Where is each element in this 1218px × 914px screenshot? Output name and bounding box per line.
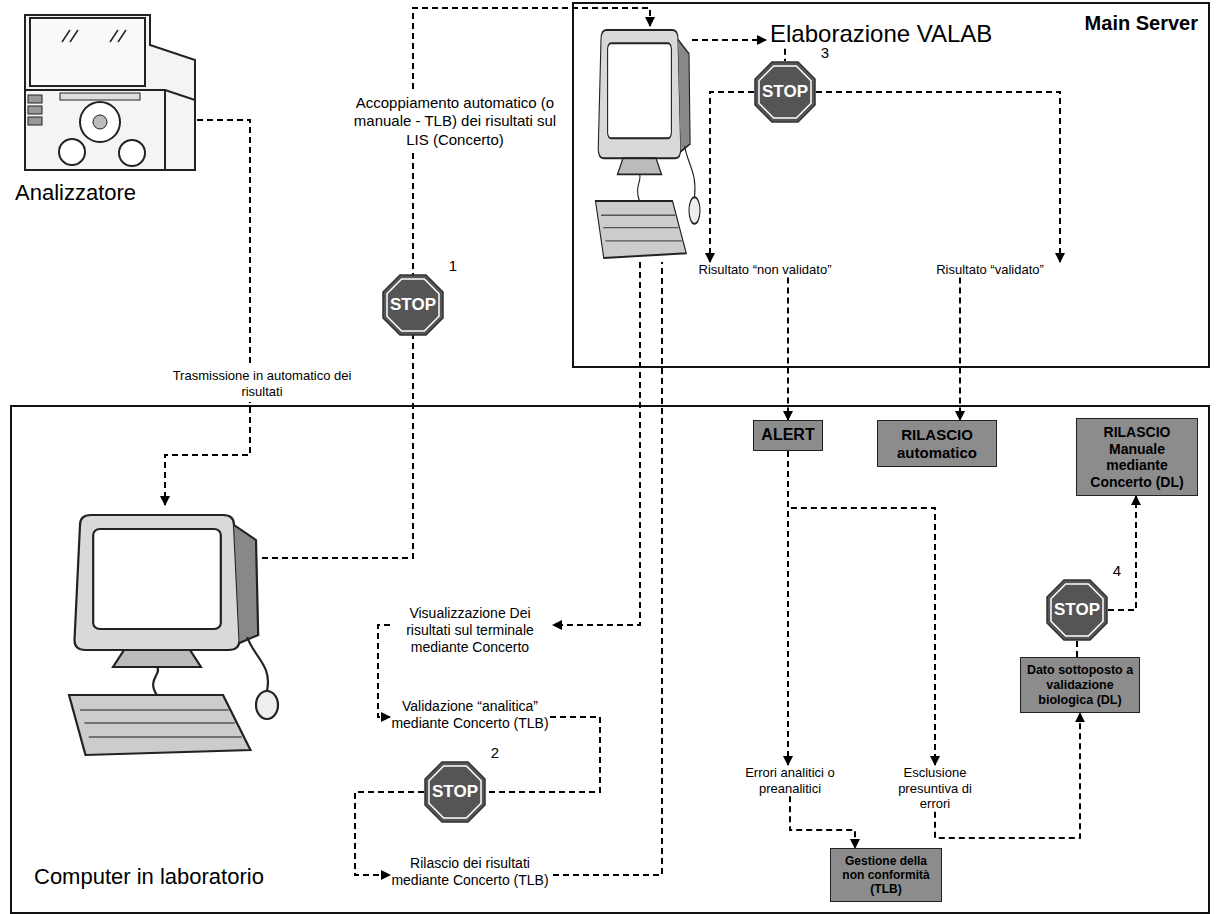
text-node: Visualizzazione Dei risultati sul termin… bbox=[390, 605, 550, 655]
callout-number: 2 bbox=[491, 744, 499, 761]
coupling-wire bbox=[262, 8, 650, 558]
callout-number: 3 bbox=[821, 44, 829, 61]
stop-sign: STOP1 bbox=[382, 274, 444, 336]
valab-wire bbox=[692, 39, 766, 41]
callout-number: 1 bbox=[449, 257, 457, 274]
stop-word: STOP bbox=[762, 82, 808, 102]
process-box: RILASCIO Manuale mediante Concerto (DL) bbox=[1076, 418, 1198, 496]
analyzer-illustration bbox=[25, 15, 195, 170]
text-node: Errori analitici o preanalitici bbox=[740, 765, 840, 796]
stop-word: STOP bbox=[390, 295, 436, 315]
stop-sign: STOP4 bbox=[1046, 579, 1108, 641]
box-text: RILASCIO automatico bbox=[882, 426, 992, 461]
text-node: Validazione “analitica” mediante Concert… bbox=[390, 698, 550, 732]
process-box: RILASCIO automatico bbox=[877, 420, 997, 467]
release-wire bbox=[553, 262, 662, 875]
text-node: Risultato “non validato” bbox=[685, 262, 845, 278]
process-box: ALERT bbox=[753, 420, 823, 451]
server-computer-icon bbox=[596, 30, 701, 258]
flow-connector bbox=[787, 451, 789, 765]
analyzer-label: Analizzatore bbox=[15, 180, 136, 206]
text-node: Esclusione presuntiva di errori bbox=[897, 765, 973, 812]
node-text: Rilascio dei risultati mediante Concerto… bbox=[390, 855, 550, 889]
flow-connector bbox=[790, 796, 855, 848]
node-text: Risultato “non validato” bbox=[685, 262, 845, 278]
box-text: Dato sottoposto a validazione biologica … bbox=[1025, 663, 1135, 707]
text-node: Rilascio dei risultati mediante Concerto… bbox=[390, 855, 550, 889]
callout-number: 4 bbox=[1113, 562, 1121, 579]
box-text: Gestione della non conformità (TLB) bbox=[835, 854, 937, 896]
stop-sign: STOP3 bbox=[754, 61, 816, 123]
analyzer-node: Analizzatore bbox=[10, 0, 230, 212]
flow-connector bbox=[710, 92, 754, 262]
region-frame: Main ServerElaborazione VALABSTOP3Risult… bbox=[572, 2, 1210, 368]
node-text: Esclusione presuntiva di errori bbox=[897, 765, 973, 812]
flow-connector bbox=[816, 92, 1060, 262]
region-title: Main Server bbox=[1085, 12, 1198, 35]
process-box: Dato sottoposto a validazione biologica … bbox=[1020, 657, 1140, 713]
box-text: ALERT bbox=[761, 426, 814, 445]
text-node: Risultato “validato” bbox=[915, 262, 1065, 278]
display-wire bbox=[553, 262, 640, 625]
node-text: Elaborazione VALAB bbox=[770, 20, 1030, 49]
stop-word: STOP bbox=[1054, 600, 1100, 620]
flow-connector bbox=[787, 278, 789, 420]
transmission-wire bbox=[165, 120, 250, 505]
lab-computer-icon bbox=[69, 515, 278, 755]
stop-word: STOP bbox=[432, 782, 478, 802]
layout-wires bbox=[165, 8, 766, 875]
box-text: RILASCIO Manuale mediante Concerto (DL) bbox=[1081, 424, 1193, 490]
flow-connector bbox=[1108, 496, 1136, 610]
node-text: Risultato “validato” bbox=[915, 262, 1065, 278]
process-box: Gestione della non conformità (TLB) bbox=[830, 848, 942, 902]
free-label: Accoppiamento automatico (o manuale - TL… bbox=[350, 92, 560, 151]
flow-connector bbox=[784, 49, 786, 61]
node-text: Errori analitici o preanalitici bbox=[740, 765, 840, 796]
stop-sign: STOP2 bbox=[424, 761, 486, 823]
text-node: Elaborazione VALAB bbox=[770, 20, 1030, 49]
free-label: Trasmissione in automatico dei risultati bbox=[167, 366, 357, 402]
region-title: Computer in laboratorio bbox=[34, 864, 264, 890]
node-text: Visualizzazione Dei risultati sul termin… bbox=[390, 605, 550, 655]
region-frame: Computer in laboratorio Visualizzazione D… bbox=[10, 405, 1210, 914]
node-text: Validazione “analitica” mediante Concert… bbox=[390, 698, 550, 732]
flow-connector bbox=[788, 451, 935, 765]
flow-connector bbox=[378, 625, 390, 717]
flow-connector bbox=[959, 278, 961, 420]
flow-connector bbox=[1076, 641, 1078, 657]
